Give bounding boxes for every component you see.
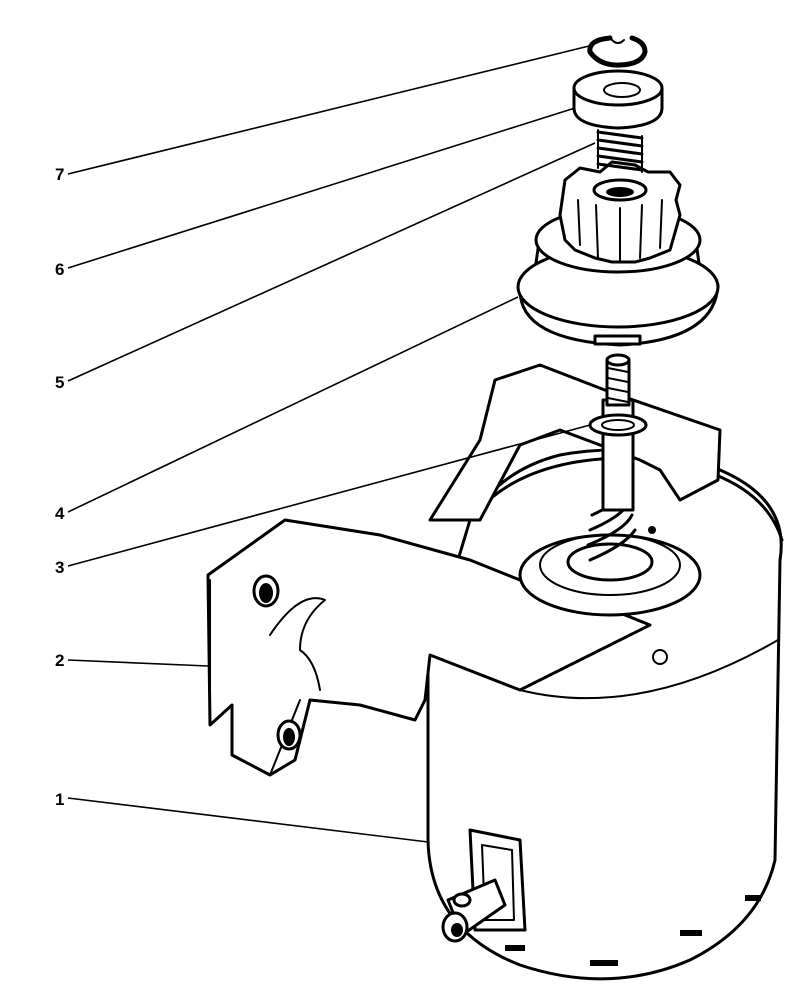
callout-3: 3 — [55, 558, 64, 577]
callout-2: 2 — [55, 651, 64, 670]
mounting-bracket — [206, 363, 722, 777]
leader-5 — [67, 142, 596, 382]
callout-6: 6 — [55, 260, 64, 279]
leader-2 — [67, 659, 209, 667]
leader-6 — [67, 107, 576, 269]
callout-1: 1 — [55, 790, 64, 809]
leader-4 — [67, 296, 519, 513]
stop-nut-washer — [572, 69, 664, 130]
spring — [596, 129, 644, 173]
starter-motor-housing — [426, 448, 784, 981]
leader-lines — [67, 45, 596, 843]
leader-3 — [67, 424, 591, 567]
callout-7: 7 — [55, 165, 64, 184]
thrust-washer — [588, 413, 648, 437]
callout-4: 4 — [55, 504, 65, 523]
retaining-ring — [587, 35, 648, 68]
callout-5: 5 — [55, 373, 64, 392]
callout-labels: 7 6 5 4 3 2 1 — [55, 165, 65, 809]
leader-7 — [67, 45, 590, 175]
terminal-post — [441, 828, 527, 943]
pinion-gear — [516, 160, 720, 347]
leader-1 — [67, 797, 429, 843]
